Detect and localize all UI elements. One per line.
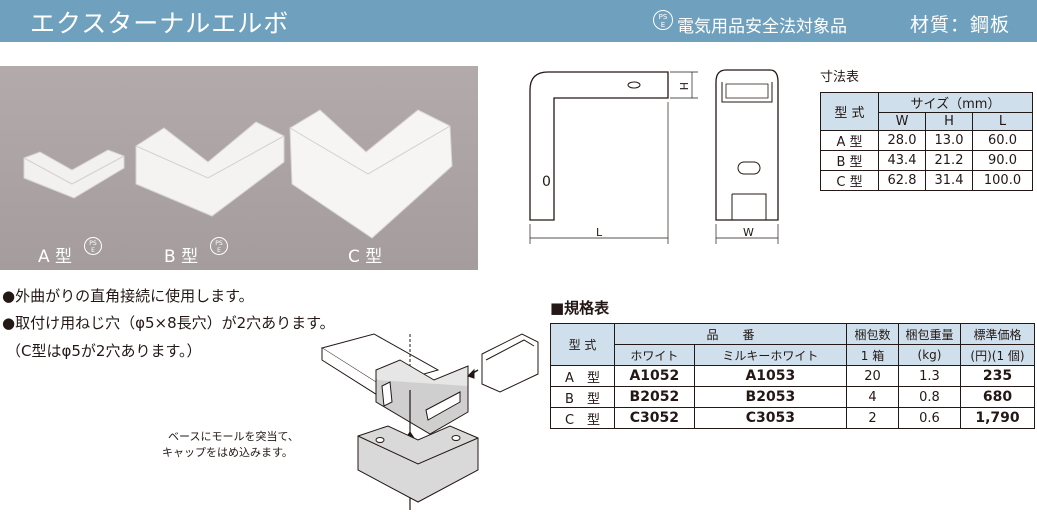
spec-milky: B2053 bbox=[693, 386, 848, 408]
dim-w: 43.4 bbox=[878, 150, 926, 171]
dim-h: 21.2 bbox=[925, 150, 973, 171]
elbow-side-outline bbox=[529, 71, 669, 221]
table-row: C 型 C3052 C3053 2 0.6 1,790 bbox=[550, 407, 1035, 429]
spec-weight: 1.3 bbox=[898, 365, 961, 387]
spec-header-milky: ミルキーホワイト bbox=[693, 344, 848, 366]
technical-drawing: H 0 L W bbox=[529, 69, 779, 244]
spec-header-white: ホワイト bbox=[614, 344, 695, 366]
install-caption-1: ベースにモールを突当て、 bbox=[168, 430, 299, 443]
photo-label-b: B 型 bbox=[164, 247, 199, 267]
dimension-table-caption: 寸法表 bbox=[820, 70, 860, 85]
product-photo-shapes bbox=[23, 109, 453, 239]
table-row: B 型 43.4 21.2 90.0 bbox=[820, 150, 1033, 171]
pse-mark-top: PS bbox=[658, 13, 668, 21]
photo-label-c: C 型 bbox=[348, 247, 383, 267]
dim-h: 13.0 bbox=[925, 130, 973, 151]
dim-l: 60.0 bbox=[972, 130, 1033, 151]
elbow-front-outline bbox=[715, 69, 779, 221]
install-illustration bbox=[320, 333, 539, 510]
pse-b-top: PS bbox=[215, 240, 223, 247]
spec-weight: 0.6 bbox=[898, 407, 961, 429]
spec-milky: A1053 bbox=[693, 365, 848, 387]
spec-header-price-1: 標準価格 bbox=[960, 323, 1035, 345]
spec-qty: 20 bbox=[846, 365, 899, 387]
table-row: A 型 A1052 A1053 20 1.3 235 bbox=[550, 365, 1035, 387]
table-row: B 型 B2052 B2053 4 0.8 680 bbox=[550, 386, 1035, 408]
spec-table-caption: ■規格表 bbox=[550, 299, 610, 317]
spec-weight: 0.8 bbox=[898, 386, 961, 408]
spec-white: B2052 bbox=[614, 386, 695, 408]
spec-qty: 2 bbox=[846, 407, 899, 429]
photo-label-a: A 型 bbox=[38, 247, 73, 267]
pse-a-top: PS bbox=[89, 240, 97, 247]
table-row: C 型 62.8 31.4 100.0 bbox=[820, 170, 1033, 191]
table-row: A 型 28.0 13.0 60.0 bbox=[820, 130, 1033, 151]
pse-mark-bottom: E bbox=[660, 21, 666, 29]
spec-header-weight-1: 梱包重量 bbox=[898, 323, 961, 345]
screw-hole-top bbox=[627, 81, 641, 89]
screw-hole-front bbox=[737, 161, 761, 175]
spec-qty: 4 bbox=[846, 386, 899, 408]
spec-price: 235 bbox=[960, 365, 1035, 387]
dim-h: 31.4 bbox=[925, 170, 973, 191]
dim-l-label: L bbox=[596, 226, 603, 239]
feature-line-3: （C型はφ5が2穴あります。） bbox=[6, 342, 202, 360]
spec-header-price-2: (円)(1 個) bbox=[960, 344, 1035, 366]
dim-header-model: 型 式 bbox=[820, 92, 879, 131]
screw-hole-side-label: 0 bbox=[542, 174, 551, 190]
dim-w: 62.8 bbox=[878, 170, 926, 191]
dim-l: 90.0 bbox=[972, 150, 1033, 171]
spec-model: A 型 bbox=[550, 365, 615, 387]
spec-header-part-no: 品 番 bbox=[614, 323, 847, 345]
dim-l: 100.0 bbox=[972, 170, 1033, 191]
spec-milky: C3053 bbox=[693, 407, 848, 429]
spec-model: C 型 bbox=[550, 407, 615, 429]
spec-price: 1,790 bbox=[960, 407, 1035, 429]
spec-header-model: 型 式 bbox=[550, 323, 615, 366]
page-title: エクスターナルエルボ bbox=[30, 9, 290, 38]
install-caption-2: キャップをはめ込みます。 bbox=[162, 446, 293, 459]
dim-model: C 型 bbox=[820, 170, 879, 191]
feature-line-1: ●外曲がりの直角接続に使用します。 bbox=[2, 287, 254, 305]
dim-w-label: W bbox=[743, 226, 754, 239]
spec-header-weight-2: (kg) bbox=[898, 344, 961, 366]
spec-price: 680 bbox=[960, 386, 1035, 408]
material-label: 材質：鋼板 bbox=[910, 14, 1011, 36]
dim-h-label: H bbox=[677, 82, 690, 90]
dim-model: B 型 bbox=[820, 150, 879, 171]
spec-white: C3052 bbox=[614, 407, 695, 429]
feature-line-2: ●取付け用ねじ穴（φ5×8長穴）が2穴あります。 bbox=[2, 314, 335, 332]
dim-col-l: L bbox=[972, 112, 1033, 131]
dim-col-w: W bbox=[878, 112, 926, 131]
pse-a-bottom: E bbox=[91, 247, 95, 254]
spec-header-qty-1: 梱包数 bbox=[846, 323, 899, 345]
dim-header-size: サイズ（mm） bbox=[878, 92, 1033, 113]
spec-header-qty-2: 1 箱 bbox=[846, 344, 899, 366]
dim-w: 28.0 bbox=[878, 130, 926, 151]
spec-white: A1052 bbox=[614, 365, 695, 387]
elbow-a-shape bbox=[23, 149, 125, 199]
header-bar bbox=[0, 0, 1037, 42]
spec-model: B 型 bbox=[550, 386, 615, 408]
dim-col-h: H bbox=[925, 112, 973, 131]
pse-b-bottom: E bbox=[217, 247, 221, 254]
elbow-c-shape bbox=[289, 109, 453, 239]
elbow-b-shape bbox=[135, 121, 285, 217]
spec-table: 型 式 品 番 梱包数 梱包重量 標準価格 ホワイト ミルキーホワイト 1 箱 … bbox=[550, 323, 1035, 429]
dim-model: A 型 bbox=[820, 130, 879, 151]
dimension-table: 型 式 サイズ（mm） W H L A 型 28.0 13.0 60.0 B 型… bbox=[820, 92, 1033, 191]
safety-label: 電気用品安全法対象品 bbox=[677, 17, 847, 37]
